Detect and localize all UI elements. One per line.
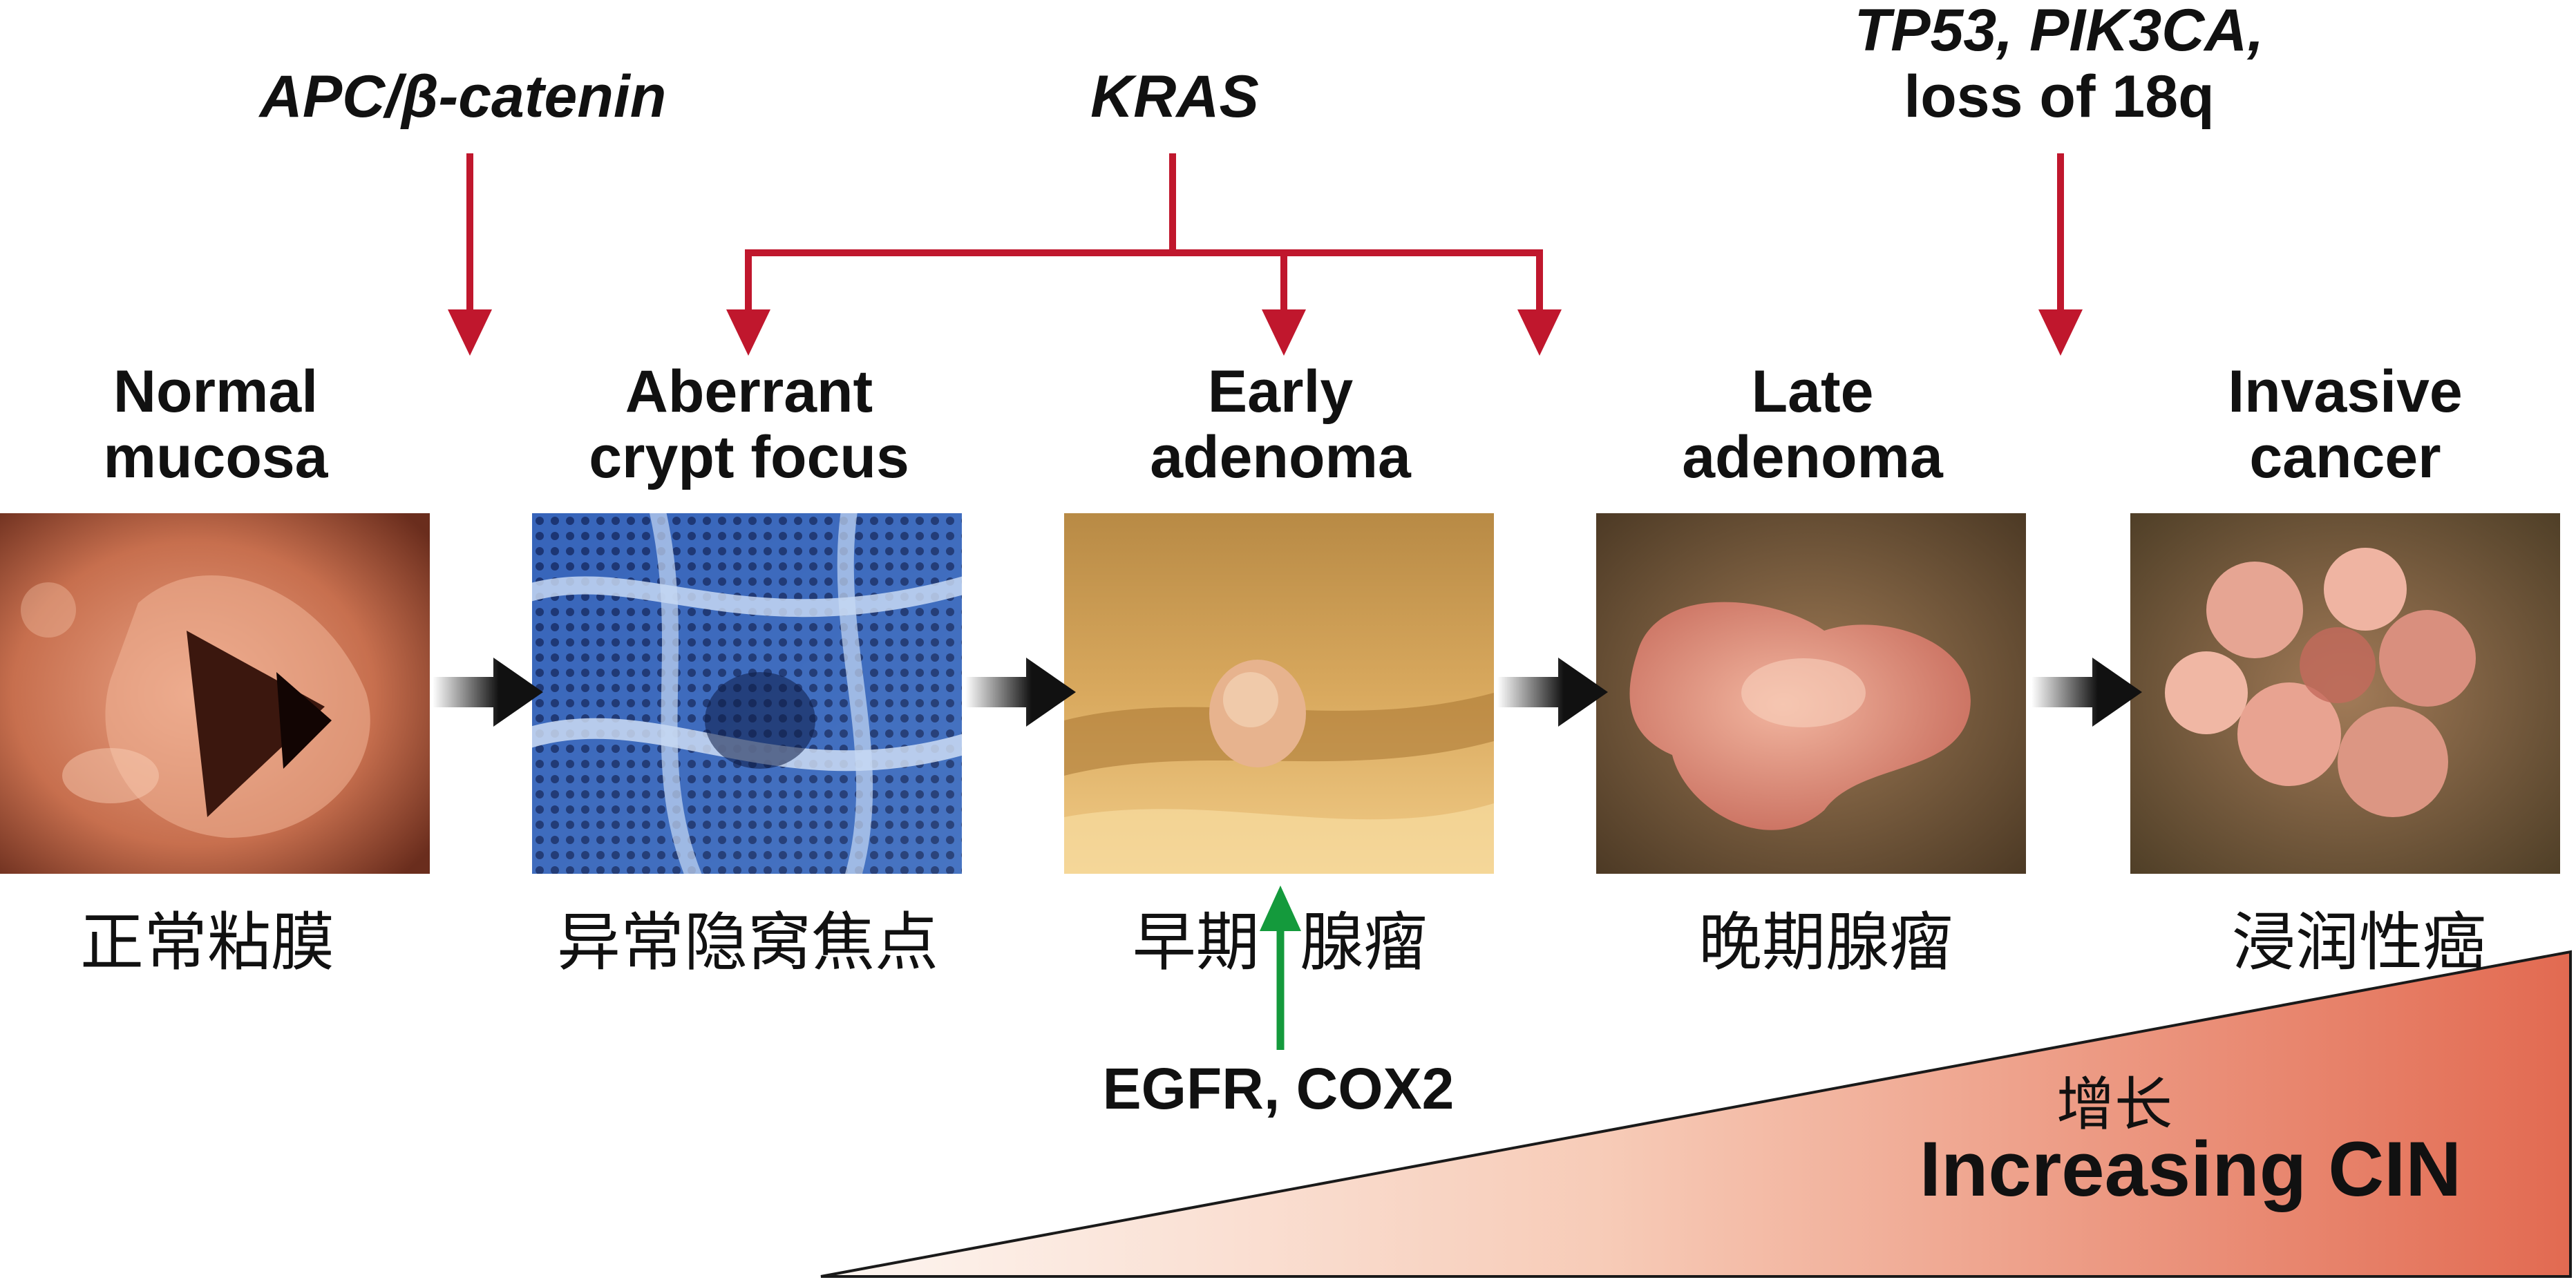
stage-heading-line1: Normal <box>113 358 319 425</box>
down-arrow-icon <box>448 309 492 356</box>
stage-heading-line2: mucosa <box>103 423 328 490</box>
stage-heading-early: Early adenoma <box>1059 359 1502 490</box>
stage-heading-line2: crypt focus <box>589 423 909 490</box>
stage-heading-normal: Normal mucosa <box>0 359 437 490</box>
cin-label-en: Increasing CIN <box>1919 1126 2462 1212</box>
stage-heading-late: Late adenoma <box>1591 359 2034 490</box>
stage-heading-invasive: Invasive cancer <box>2124 359 2566 490</box>
chevron-arrow-icon <box>433 658 543 727</box>
stage-label-cn-late: 晚期腺瘤 <box>1698 906 1953 979</box>
down-arrow-icon <box>2038 309 2083 356</box>
down-arrow-icon <box>1517 309 1562 356</box>
chevron-arrow-icon <box>2032 658 2142 727</box>
stage-heading-line1: Late <box>1751 358 1874 425</box>
gene-label-tp53-line2: loss of 18q <box>1904 64 2215 131</box>
apc-arrow <box>448 153 492 356</box>
gene-label-kras: KRAS <box>1090 64 1259 130</box>
photo-late-adenoma <box>1596 513 2026 874</box>
cin-wedge <box>820 950 2572 1278</box>
stage-heading-line2: adenoma <box>1150 423 1411 490</box>
gene-label-tp53: TP53, PIK3CA, loss of 18q <box>1769 0 2349 131</box>
tp53-arrow <box>2038 153 2083 356</box>
stage-heading-line1: Early <box>1207 358 1354 425</box>
photo-normal-mucosa <box>0 513 430 874</box>
stage-label-cn-invasive: 浸润性癌 <box>2231 906 2486 979</box>
photo-invasive-cancer <box>2130 513 2560 874</box>
stage-heading-line2: adenoma <box>1682 423 1943 490</box>
stage-heading-line1: Aberrant <box>625 358 873 425</box>
down-arrow-icon <box>1262 309 1306 356</box>
stage-label-cn-early: 早期 腺瘤 <box>1132 906 1428 979</box>
egfr-up-arrow <box>1260 886 1301 1050</box>
photo-early-adenoma <box>1064 513 1494 874</box>
kras-bracket <box>726 153 1562 356</box>
stage-label-cn-acf: 异常隐窝焦点 <box>556 906 938 979</box>
chevron-arrow-icon <box>965 658 1076 727</box>
photo-aberrant-crypt-focus <box>532 513 962 874</box>
cin-label-cn: 增长 <box>2056 1071 2172 1138</box>
stage-label-cn-normal: 正常粘膜 <box>79 906 334 979</box>
factor-label-egfr-cox2: EGFR, COX2 <box>1102 1056 1455 1121</box>
up-arrow-icon <box>1260 886 1301 931</box>
chevron-arrow-icon <box>1497 658 1608 727</box>
gene-label-tp53-line1: TP53, PIK3CA, <box>1854 0 2264 64</box>
stage-heading-line2: cancer <box>2249 423 2441 490</box>
gene-label-apc: APC/β-catenin <box>259 64 667 130</box>
stage-heading-line1: Invasive <box>2228 358 2463 425</box>
down-arrow-icon <box>726 309 770 356</box>
stage-heading-acf: Aberrant crypt focus <box>528 359 970 490</box>
